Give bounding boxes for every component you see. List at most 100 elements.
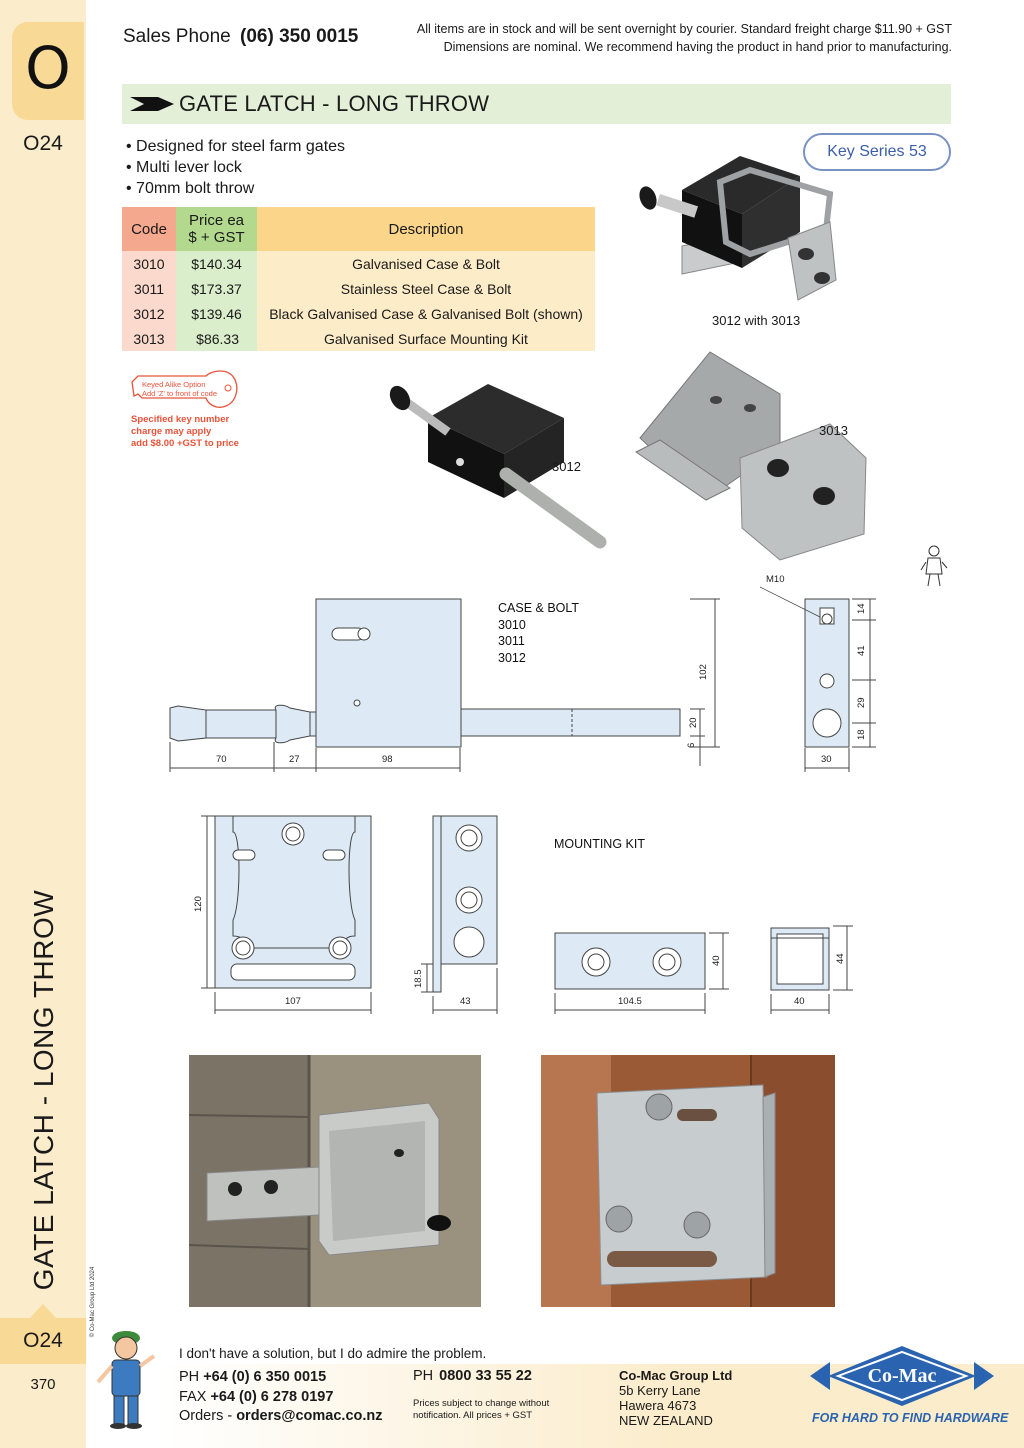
dim-102: 102 xyxy=(698,664,709,680)
keyed-note-line-2: charge may apply xyxy=(131,426,212,437)
dim-107: 107 xyxy=(285,996,301,1007)
product-title: GATE LATCH - LONG THROW xyxy=(179,91,490,116)
mascot-icon xyxy=(96,1331,156,1429)
dim-41: 41 xyxy=(856,645,867,656)
prices-note-line-2: notification. All prices + GST xyxy=(413,1410,533,1421)
price-header-line-1: Price ea xyxy=(188,212,245,229)
photo-installed-latch xyxy=(189,1055,481,1307)
bolt-handle xyxy=(274,704,311,744)
cell-description: Galvanised Surface Mounting Kit xyxy=(257,326,595,351)
photo-case-bolt-3012 xyxy=(389,384,607,549)
ph2-number[interactable]: 0800 33 55 22 xyxy=(439,1368,532,1384)
orders-email[interactable]: orders@comac.co.nz xyxy=(236,1408,383,1424)
keyed-note-line-1: Specified key number xyxy=(131,414,230,425)
dim-27: 27 xyxy=(289,754,300,765)
table-row: 3010 $140.34 Galvanised Case & Bolt xyxy=(122,251,595,276)
fax-label: FAX xyxy=(179,1388,207,1405)
page-number: 370 xyxy=(30,1376,56,1393)
keyed-option-line-1: Keyed Alike Option xyxy=(142,380,205,389)
cell-price: $173.37 xyxy=(176,276,257,301)
address-line-3: NEW ZEALAND xyxy=(619,1413,713,1428)
dim-18-5: 18.5 xyxy=(413,970,424,989)
orders-line: Orders - orders@comac.co.nz xyxy=(179,1407,383,1427)
mounting-kit-label: MOUNTING KIT xyxy=(554,837,645,851)
cell-code: 3012 xyxy=(122,301,176,326)
table-row: 3013 $86.33 Galvanised Surface Mounting … xyxy=(122,326,595,351)
comac-logo[interactable]: Co-Mac xyxy=(808,1344,996,1408)
freephone: PH 0800 33 55 22 xyxy=(413,1368,532,1384)
key-icon: Keyed Alike Option Add 'Z' to front of c… xyxy=(131,370,238,408)
orders-label: Orders - xyxy=(179,1408,233,1424)
caption-3013: 3013 xyxy=(819,423,848,438)
prices-note-line-1: Prices subject to change without xyxy=(413,1398,550,1409)
dim-43: 43 xyxy=(460,996,471,1007)
sales-phone: Sales Phone (06) 350 0015 xyxy=(123,26,358,48)
dim-70: 70 xyxy=(216,754,227,765)
photo-mounting-kit-3013 xyxy=(635,351,867,561)
bolt-shaft xyxy=(460,708,681,737)
dim-98: 98 xyxy=(382,754,393,765)
tab-notch xyxy=(30,1304,56,1318)
cell-code: 3010 xyxy=(122,251,176,276)
column-header-code: Code xyxy=(122,207,176,251)
cell-price: $140.34 xyxy=(176,251,257,276)
feature-list: • Designed for steel farm gates • Multi … xyxy=(126,136,345,199)
table-row: 3012 $139.46 Black Galvanised Case & Gal… xyxy=(122,301,595,326)
keyed-option-line-2: Add 'Z' to front of code xyxy=(142,389,217,398)
page-code-bottom: O24 xyxy=(0,1318,86,1364)
bolt-knob xyxy=(169,705,207,742)
sidebar xyxy=(0,0,86,1448)
section-letter: O xyxy=(25,34,71,102)
dim-30: 30 xyxy=(821,754,832,765)
mascot-sketch-icon xyxy=(920,545,948,587)
notice-line-2: Dimensions are nominal. We recommend hav… xyxy=(443,40,952,54)
cell-price: $139.46 xyxy=(176,301,257,326)
dim-44: 44 xyxy=(835,953,846,964)
case-bolt-drawing: CASE & BOLT 3010 3011 3012 70 27 98 102 … xyxy=(169,574,876,772)
mounting-kit-drawing: MOUNTING KIT 120 107 18.5 43 40 104.5 44… xyxy=(193,815,853,1014)
photo-installed-mounting xyxy=(541,1055,835,1307)
feature-item: • 70mm bolt throw xyxy=(126,180,255,197)
keyed-note: Specified key number charge may apply ad… xyxy=(131,414,239,450)
notice-line-1: All items are in stock and will be sent … xyxy=(416,22,952,36)
company-name: Co-Mac Group Ltd xyxy=(619,1368,733,1383)
address-line-1: 5b Kerry Lane xyxy=(619,1383,701,1398)
caption-3012-with-3013: 3012 with 3013 xyxy=(712,313,801,328)
page-code-top: O24 xyxy=(23,132,63,155)
price-header-line-2: $ + GST xyxy=(188,229,245,246)
dim-14: 14 xyxy=(856,603,867,614)
dim-20: 20 xyxy=(688,717,699,728)
dim-29: 29 xyxy=(856,697,867,708)
section-tab: O xyxy=(12,22,84,120)
company-address: Co-Mac Group Ltd 5b Kerry Lane Hawera 46… xyxy=(619,1368,732,1428)
footer-quote: I don't have a solution, but I do admire… xyxy=(179,1346,487,1361)
arrow-icon xyxy=(130,97,174,111)
contact-block: PH +64 (0) 6 350 0015 FAX +64 (0) 6 278 … xyxy=(179,1368,383,1427)
ph-label: PH xyxy=(179,1369,200,1385)
cell-description: Stainless Steel Case & Bolt xyxy=(257,276,595,301)
tagline: FOR HARD TO FIND HARDWARE xyxy=(812,1411,1009,1425)
table-row: 3011 $173.37 Stainless Steel Case & Bolt xyxy=(122,276,595,301)
dim-120: 120 xyxy=(193,896,204,912)
photo-latch-with-mount xyxy=(639,156,837,301)
column-header-price: Price ea $ + GST xyxy=(176,207,257,251)
key-series-badge: Key Series 53 xyxy=(803,133,951,171)
product-title-bar: GATE LATCH - LONG THROW xyxy=(122,84,951,124)
feature-item: • Designed for steel farm gates xyxy=(126,138,346,155)
ph-number[interactable]: +64 (0) 6 350 0015 xyxy=(203,1369,327,1385)
case-code-3011: 3011 xyxy=(498,634,525,648)
feature-item: • Multi lever lock xyxy=(126,159,242,176)
sidebar-title: GATE LATCH - LONG THROW xyxy=(28,889,59,1291)
case-body xyxy=(315,598,462,748)
cell-code: 3013 xyxy=(122,326,176,351)
mount-bar-top xyxy=(554,932,706,990)
fax-number: +64 (0) 6 278 0197 xyxy=(210,1388,334,1405)
column-header-description: Description xyxy=(257,207,595,251)
cell-code: 3011 xyxy=(122,276,176,301)
logo-text: Co-Mac xyxy=(868,1365,937,1387)
prices-note: Prices subject to change without notific… xyxy=(413,1398,549,1422)
ph2-label: PH xyxy=(413,1368,434,1384)
caption-3012: 3012 xyxy=(552,459,581,474)
sales-number[interactable]: (06) 350 0015 xyxy=(240,26,359,47)
dim-m10: M10 xyxy=(766,574,784,585)
